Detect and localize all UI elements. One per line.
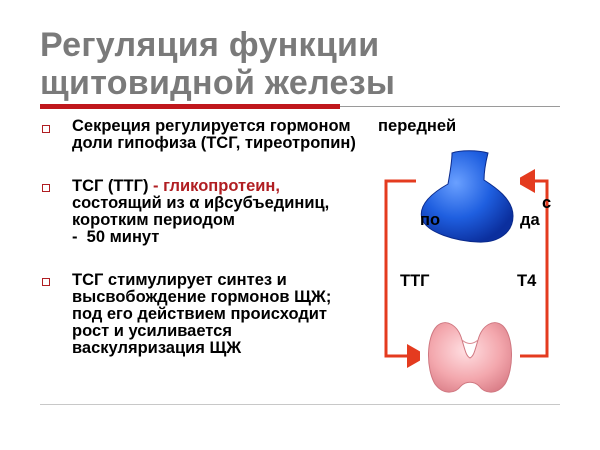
label-ttg: ТТГ bbox=[400, 272, 430, 290]
bullet-1-line-1: Секреция регулируется гормоном передней bbox=[72, 117, 457, 135]
bullet-2-line-1a: ТСГ (ТТГ) bbox=[72, 177, 149, 195]
arrow-pituitary-to-thyroid bbox=[384, 179, 428, 368]
thyroid-gland-icon bbox=[420, 312, 520, 400]
bullet-1-line-2: доли гипофиза (ТСГ, тиреотропин) bbox=[72, 134, 356, 152]
title-underline-red bbox=[40, 104, 340, 109]
partial-text-da: да bbox=[520, 211, 540, 229]
bullet-marker-2 bbox=[40, 182, 52, 194]
partial-text-po: по bbox=[420, 211, 441, 229]
title-underline-grey bbox=[340, 106, 560, 107]
arrow-thyroid-to-pituitary bbox=[514, 169, 549, 358]
bullet-3-line-4: рост и усиливается bbox=[72, 322, 232, 340]
slide-title: Регуляция функции щитовидной железы bbox=[40, 26, 560, 102]
title-line-1: Регуляция функции bbox=[40, 26, 380, 64]
bullet-3-text: ТСГ стимулирует синтез и высвобождение г… bbox=[72, 272, 331, 357]
label-t4: Т4 bbox=[517, 272, 537, 290]
bullet-3-line-1: ТСГ стимулирует синтез и bbox=[72, 271, 287, 289]
bullet-2-line-3: коротким периодом bbox=[72, 211, 235, 229]
bullet-3-line-2: высвобождение гормонов ЩЖ; bbox=[72, 288, 332, 306]
title-line-2: щитовидной железы bbox=[40, 64, 396, 102]
bullet-marker-3 bbox=[40, 276, 52, 288]
partial-text-c: с bbox=[542, 194, 552, 212]
bullet-2-line-4: - 50 минут bbox=[72, 228, 160, 246]
bullet-2-line-1b: - гликопротеин, bbox=[148, 177, 280, 195]
pituitary-gland-icon bbox=[416, 144, 520, 244]
bullet-2-text: ТСГ (ТТГ) - гликопротеин, состоящий из α… bbox=[72, 178, 329, 246]
bullet-3-line-5: васкуляризация ЩЖ bbox=[72, 339, 242, 357]
bullet-1-text: Секреция регулируется гормоном передней … bbox=[72, 118, 456, 152]
bullet-marker-1 bbox=[40, 123, 52, 135]
bullet-3-line-3: под его действием происходит bbox=[72, 305, 328, 323]
bullet-2-line-2: состоящий из α иβсубъединиц, bbox=[72, 194, 330, 212]
footer-divider bbox=[40, 404, 560, 405]
